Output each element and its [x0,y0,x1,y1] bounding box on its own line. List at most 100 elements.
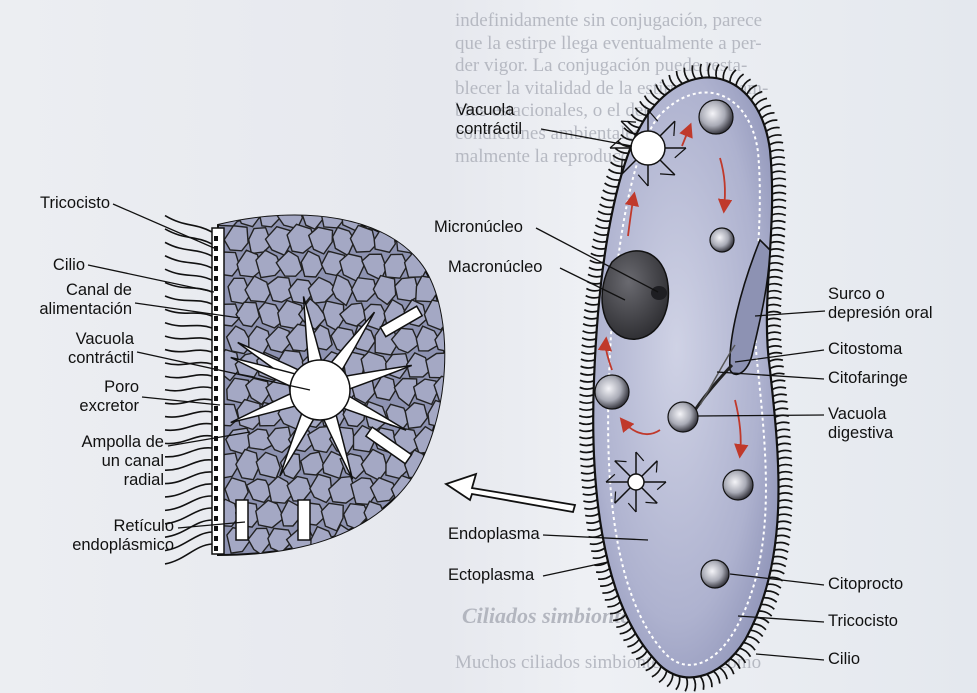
label-line: Poro [4,378,139,397]
cell-cilium [723,67,727,80]
cell-cilium [584,507,598,509]
pellicle-dot [214,236,218,241]
cell-cilium [579,423,593,425]
cell-cilium [767,584,781,588]
cilium [165,296,212,304]
cell-cilium [594,232,608,235]
pellicle-dot [214,256,218,261]
cilium [165,448,212,457]
cell-cilium [623,633,635,640]
pellicle-dot [214,416,218,421]
cell-cilium [583,331,597,333]
cell-cilium [768,277,782,279]
pellicle-dot [214,506,218,511]
cell-cilium [584,310,598,312]
label-line: Surco o [828,285,933,304]
cell-cilium [771,570,785,573]
label-line: Vacuola [828,405,893,424]
pellicle-dot [214,486,218,491]
cell-cilium [777,528,791,530]
cell-cilium [772,185,786,187]
cell-cilium [580,451,594,453]
cell-cilium [708,64,710,78]
cell-cilium [584,317,598,319]
cell-cilium [586,289,600,291]
reticulum-cell [385,205,410,228]
cell-cilium [772,387,786,389]
cell-cilium [779,493,793,495]
cell-cilium [772,171,786,173]
cell-cilium [774,408,788,410]
cell-cilium [768,346,782,348]
cell-cilium [581,352,595,354]
reticulum-cell [434,376,460,402]
cell-cilium [609,169,622,173]
cell-cilium [591,548,605,551]
cell-cilium [774,401,788,403]
cell-cilium [730,70,736,83]
cell-cilium [582,345,596,347]
cell-cilium [581,465,595,467]
cell-cilium [580,387,594,389]
cell-cilium [775,542,789,545]
label-macronucleo: Macronúcleo [448,258,542,277]
cell-cilium [580,444,594,446]
cell-cilium [589,267,603,269]
cell-cilium [590,541,604,544]
cilium [165,472,212,484]
cell-cilium [730,659,740,669]
cell-cilium [768,353,782,355]
cell-cilium [607,176,621,180]
cell-cilium [605,595,618,600]
label-citostoma: Citostoma [828,340,902,359]
cell-cilium [580,458,594,460]
cell-cilium [579,430,593,432]
magnify-arrow [446,474,575,512]
cell-cilium [659,671,667,683]
pellicle-dot [214,516,218,521]
cell-cilium [771,235,785,237]
cell-cilium [739,648,750,657]
paramecium-cell [579,64,792,692]
pellicle-dot [214,306,218,311]
cell-cilium [581,472,595,474]
cell-cilium [776,535,790,537]
cell-cilium [652,666,661,676]
cell-cilium [778,514,792,516]
cilium [165,411,212,417]
cell-cilium [610,608,623,613]
cell-cilium [778,465,792,467]
cell-cilium [605,183,619,187]
cell-cilium [767,318,781,320]
cell-cilium [593,239,607,242]
vacuole-ray [615,491,616,503]
label-line: depresión oral [828,304,933,323]
cell-cilium [779,479,793,481]
cell-cilium [591,253,605,256]
cell-cilium [582,479,596,481]
cell-cilium [762,113,775,118]
cell-cilium [635,108,647,116]
cell-cilium [769,270,783,272]
cell-cilium [585,514,599,517]
pellicle-dot [214,376,218,381]
cell-cilium [692,65,695,79]
cell-cilium [579,402,593,404]
cell-cilium [774,549,788,552]
cell-cilium [777,436,791,438]
cell-cilium [766,591,779,595]
label-line: Retículo [4,517,174,536]
cilia-fringe [165,216,212,564]
cilium [165,387,212,391]
cell-cilium [767,332,781,334]
pellicle-dot [214,536,218,541]
reticulum-cell [424,453,449,478]
contractile-vacuole-bottom [606,452,666,512]
cell-cilium [613,615,626,621]
cell-cilium [627,639,639,647]
cell-cilium [770,249,784,251]
cell-cilium [770,366,784,369]
cell-cilium [725,663,734,674]
pellicle-dot [214,336,218,341]
label-line: excretor [4,397,139,416]
